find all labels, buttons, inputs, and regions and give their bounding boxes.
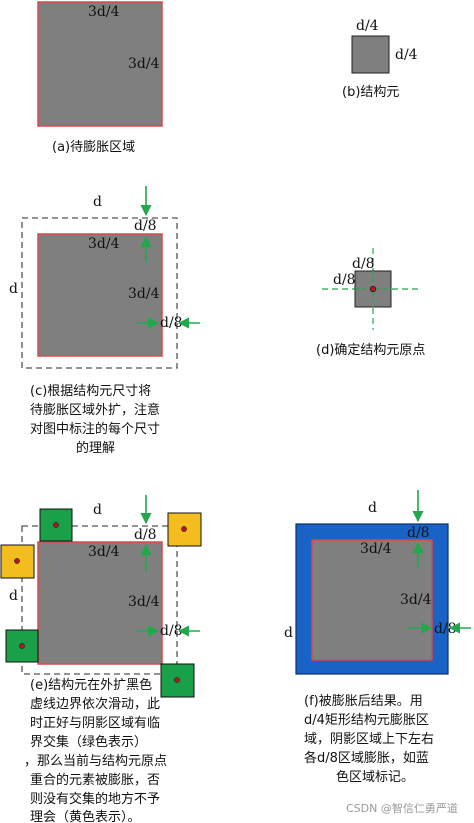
caption-f-line-3: 域，阴影区域上下左右 bbox=[304, 732, 434, 747]
caption-f-line-1: (f)被膨胀后结果。用 bbox=[304, 694, 423, 709]
panel-c: d d d/8 3d/4 3d/4 d/8 (c)根据结构元尺寸将 待膨胀区域外… bbox=[9, 186, 200, 456]
origin-dot-bottom-right bbox=[174, 677, 180, 683]
caption-f-line-2: d/4矩形结构元膨胀区 bbox=[304, 713, 429, 728]
label-d8-right-e: d/8 bbox=[160, 623, 183, 639]
label-d8-top-e: d/8 bbox=[134, 527, 157, 543]
caption-e-line-8: 理会（黄色表示）。 bbox=[30, 809, 141, 823]
label-3d4-right-f: 3d/4 bbox=[400, 592, 432, 608]
caption-c-line-4: 的理解 bbox=[76, 440, 115, 456]
caption-e-line-2: 虚线边界依次滑动，此 bbox=[30, 696, 160, 712]
label-d-left-f: d bbox=[284, 625, 293, 641]
shaded-region-a bbox=[37, 1, 163, 127]
dashed-expanded-border-e bbox=[21, 525, 178, 675]
origin-dot-bottom-left bbox=[19, 643, 25, 649]
dashed-expanded-border-c bbox=[21, 217, 178, 369]
panel-e: d d d/8 3d/4 3d/4 d/8 (e)结构元在外扩黑色 虚线边界依次… bbox=[0, 495, 202, 823]
structuring-element-b bbox=[351, 35, 390, 74]
shaded-region-c bbox=[37, 233, 163, 357]
label-3d4-top-f: 3d/4 bbox=[360, 541, 392, 557]
caption-c-line-1: (c)根据结构元尺寸将 bbox=[30, 384, 151, 399]
watermark: CSDN @智信仁勇严道 bbox=[346, 801, 458, 815]
caption-f-line-5: 色区域标记。 bbox=[336, 769, 414, 785]
origin-point-d bbox=[369, 285, 377, 293]
label-d-left-e: d bbox=[9, 588, 18, 604]
caption-e-line-6: 重合的元素被膨胀，否 bbox=[30, 772, 160, 788]
caption-e-line-7: 则没有交集的地方不予 bbox=[30, 791, 160, 807]
caption-e-line-1: (e)结构元在外扩黑色 bbox=[30, 677, 152, 693]
panel-a: 3d/4 3d/4 (a)待膨胀区域 bbox=[37, 1, 163, 155]
label-3d4-right-c: 3d/4 bbox=[128, 286, 160, 302]
caption-f-line-4: 各d/8区域膨胀，如蓝 bbox=[304, 750, 429, 766]
label-3d4-right-a: 3d/4 bbox=[128, 56, 160, 72]
label-d-top-c: d bbox=[93, 194, 102, 210]
label-d8-right-c: d/8 bbox=[160, 315, 183, 331]
origin-dot-top-right bbox=[181, 526, 187, 532]
panel-f: d d d/8 3d/4 3d/4 d/8 (f)被膨胀后结果。用 d/4矩形结… bbox=[284, 490, 471, 785]
label-3d4-top-c: 3d/4 bbox=[88, 236, 120, 252]
caption-a: (a)待膨胀区域 bbox=[52, 140, 135, 155]
caption-d: (d)确定结构元原点 bbox=[316, 343, 425, 358]
label-3d4-right-e: 3d/4 bbox=[128, 594, 160, 610]
caption-e-line-4: 界交集（绿色表示） bbox=[30, 734, 147, 750]
label-d8-top-f: d/8 bbox=[407, 525, 430, 541]
caption-b: (b)结构元 bbox=[342, 85, 399, 100]
caption-c-line-3: 对图中标注的每个尺寸 bbox=[30, 421, 160, 437]
shaded-region-f bbox=[311, 539, 433, 661]
origin-dot-left bbox=[14, 558, 20, 564]
caption-e-line-5: ，那么当前与结构元原点 bbox=[24, 753, 167, 769]
label-d8-top-c: d/8 bbox=[134, 218, 157, 234]
panel-d: d/8 d/8 (d)确定结构元原点 bbox=[316, 248, 425, 358]
label-d-left-c: d bbox=[9, 281, 18, 297]
label-d-top-e: d bbox=[93, 502, 102, 518]
panel-b: d/4 d/4 (b)结构元 bbox=[342, 18, 418, 100]
label-3d4-top-a: 3d/4 bbox=[88, 4, 120, 20]
caption-c-line-2: 待膨胀区域外扩，注意 bbox=[30, 402, 160, 418]
caption-e-line-3: 时正好与阴影区域有临 bbox=[30, 716, 160, 731]
shaded-region-e bbox=[37, 541, 163, 665]
label-d-top-f: d bbox=[368, 500, 377, 516]
label-3d4-top-e: 3d/4 bbox=[88, 544, 120, 560]
label-d8-top-d: d/8 bbox=[352, 256, 375, 272]
label-d8-left-d: d/8 bbox=[333, 272, 356, 288]
label-d8-right-f: d/8 bbox=[434, 621, 457, 637]
label-d4-right-b: d/4 bbox=[395, 47, 418, 63]
origin-dot-top-left bbox=[53, 522, 59, 528]
label-d4-top-b: d/4 bbox=[356, 18, 379, 34]
